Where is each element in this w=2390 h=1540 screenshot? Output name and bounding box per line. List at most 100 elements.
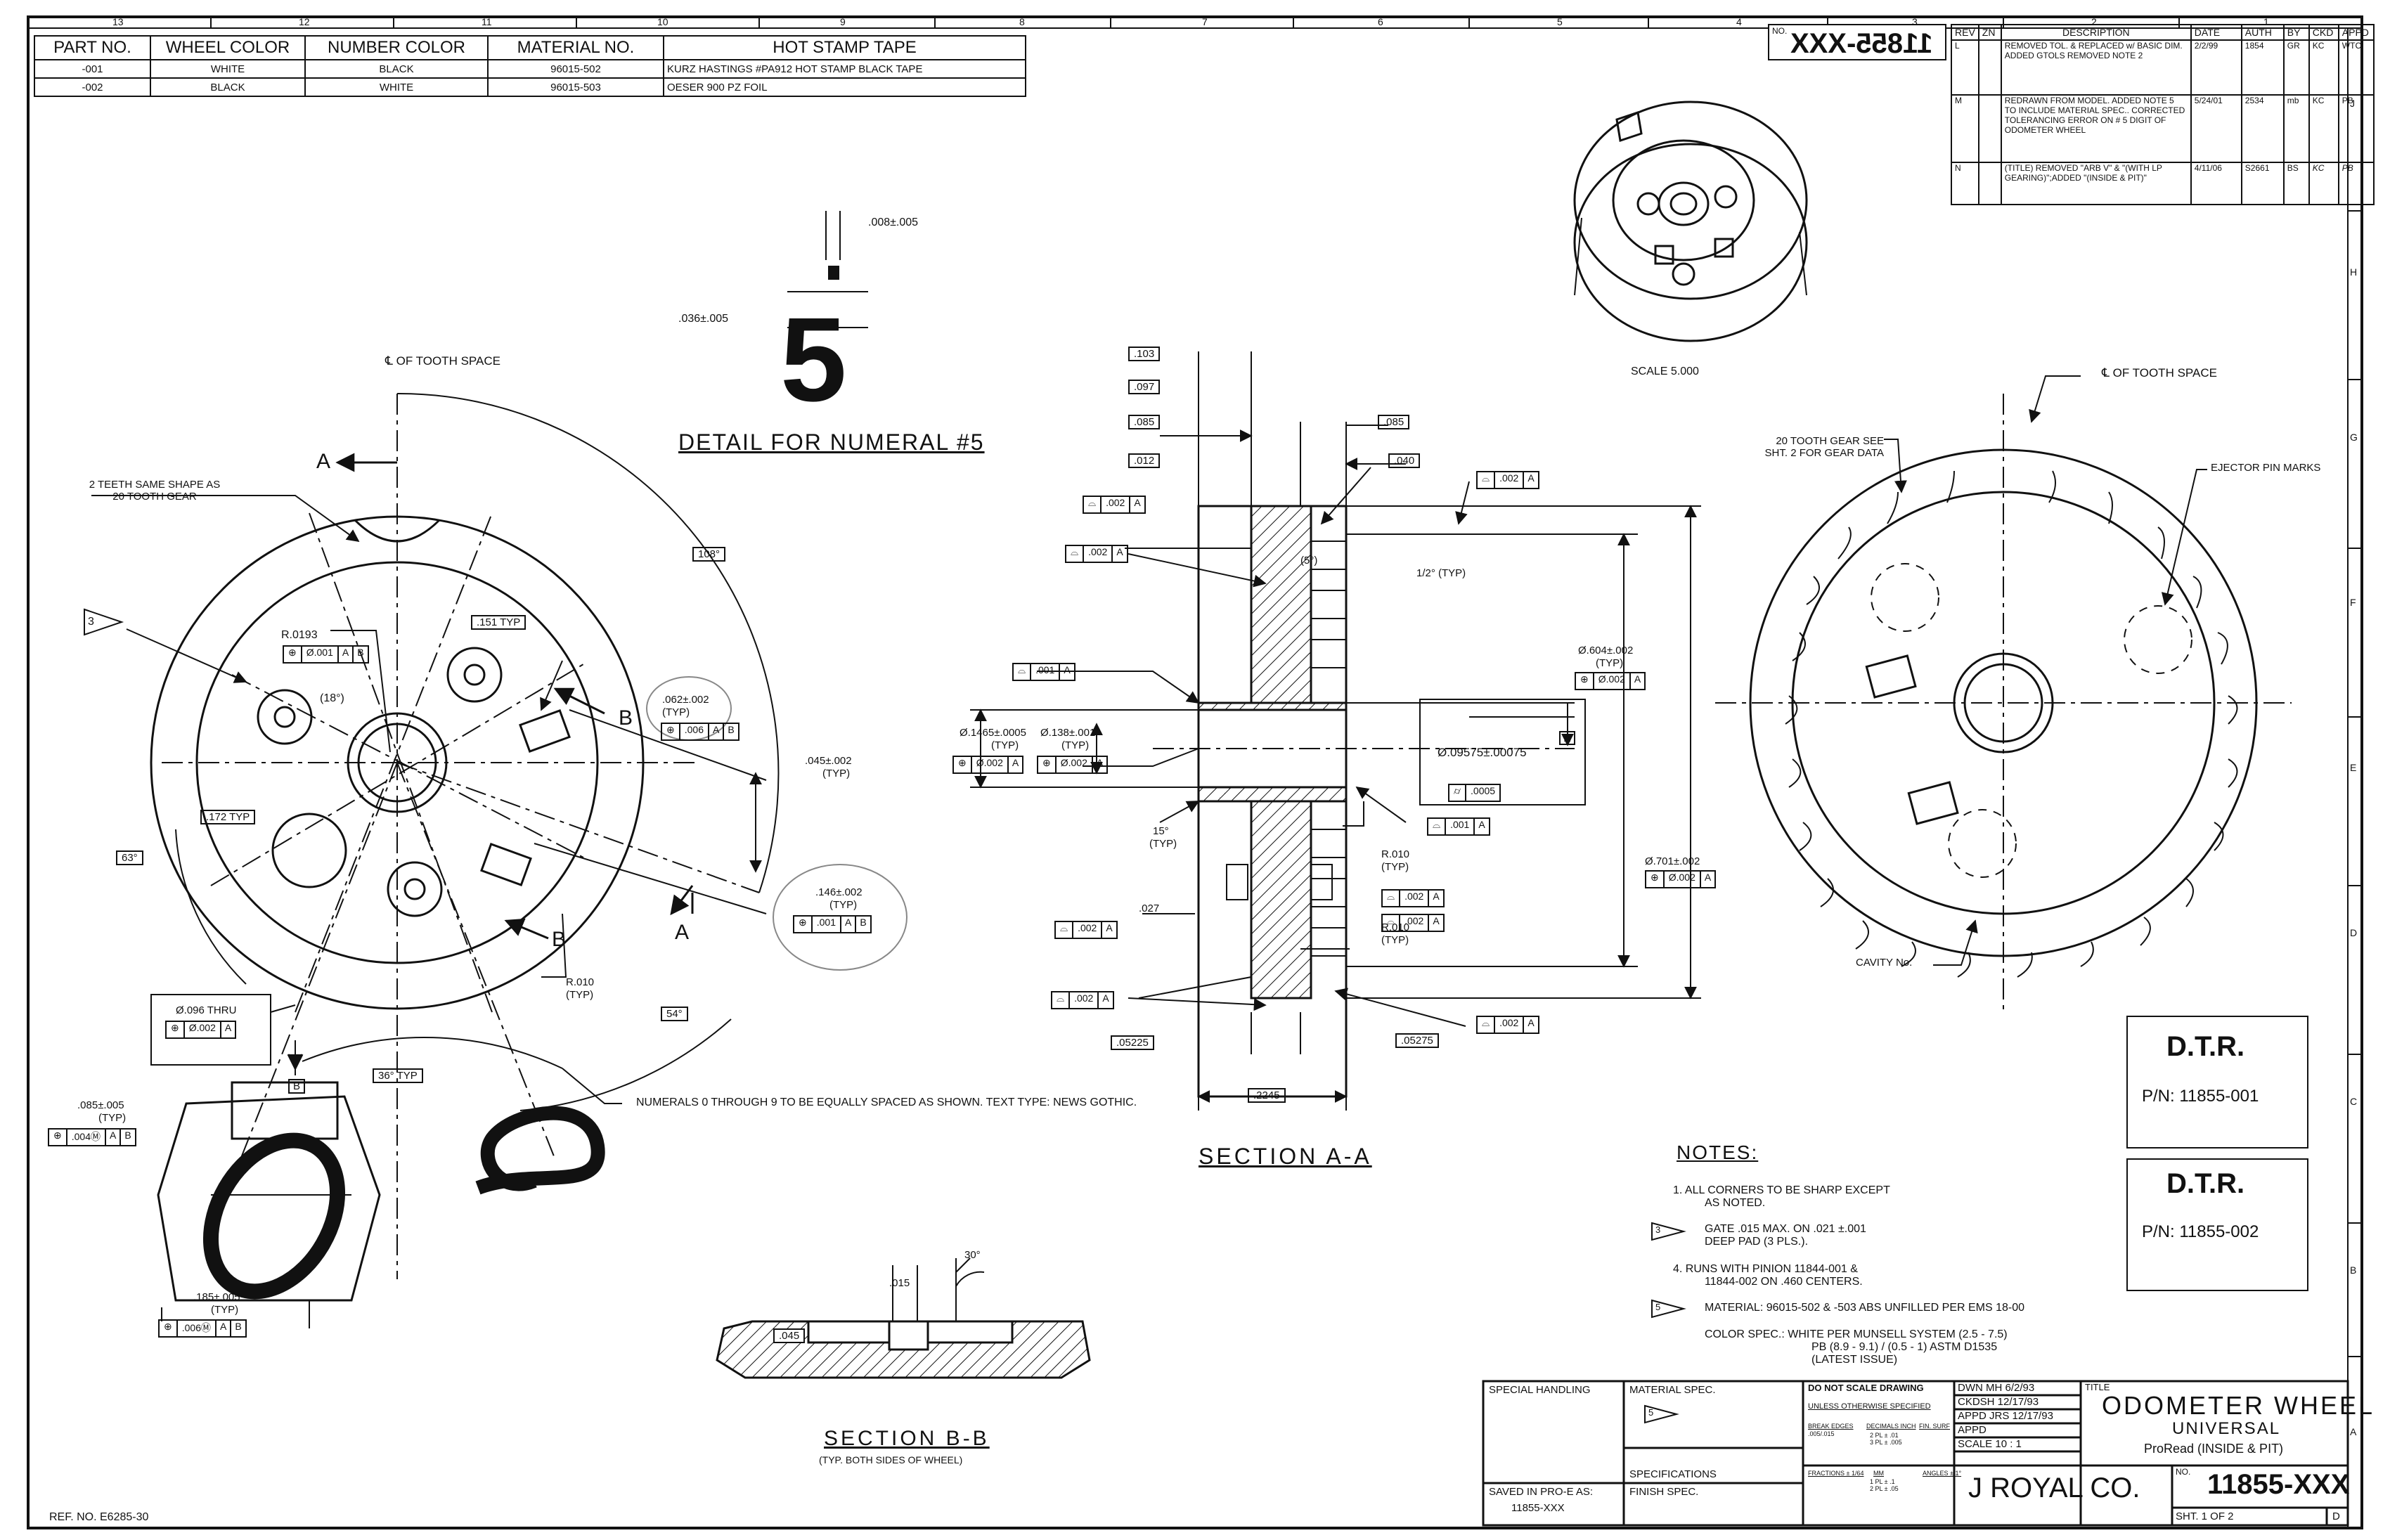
rev-letter: N	[1951, 162, 1979, 205]
hdr-number-color: NUMBER COLOR	[304, 35, 489, 60]
profile-icon: ⌓	[1066, 546, 1085, 562]
dim-045-bb: .045	[773, 1328, 806, 1343]
dim-1465: Ø.1465±.0005	[960, 727, 1026, 739]
position-icon: ⊕	[794, 917, 813, 932]
isometric-view	[1573, 101, 1808, 342]
revision-table: REV ZN DESCRIPTION DATE AUTH BY CKD APPD…	[1951, 24, 2375, 205]
section-bb-sub: (TYP. BOTH SIDES OF WHEEL)	[819, 1454, 963, 1465]
fcf-062: ⊕ .006 A B	[661, 723, 739, 741]
tb-ckdsh: CKDSH 12/17/93	[1958, 1396, 2039, 1408]
tb-dwn: DWN MH 6/2/93	[1958, 1382, 2035, 1394]
position-icon: ⊕	[662, 724, 680, 739]
zone-d: D	[2350, 927, 2358, 938]
dim-2245: .2245	[1248, 1088, 1286, 1103]
detail-five: 5	[780, 211, 868, 427]
cell-tape: KURZ HASTINGS #PA912 HOT STAMP BLACK TAP…	[663, 59, 1026, 79]
fcf-tol: .002	[1400, 915, 1430, 931]
fcf-tol: .001	[813, 917, 841, 932]
position-icon: ⊕	[954, 757, 972, 772]
fcf-096: ⊕ Ø.002 A	[165, 1021, 237, 1039]
fcf-tol: .002	[1495, 1017, 1525, 1033]
cell-material: 96015-503	[487, 77, 664, 97]
fcf-701: ⊕ Ø.002 A	[1645, 870, 1717, 888]
tb-fin: FIN. SURF	[1919, 1423, 1950, 1430]
dim-085: .085±.005	[77, 1099, 124, 1111]
tb-company: J ROYAL CO.	[1968, 1473, 2140, 1503]
tb-unless: UNLESS OTHERWISE SPECIFIED	[1808, 1402, 1931, 1411]
note-1: 1. ALL CORNERS TO BE SHARP EXCEPT	[1673, 1184, 1890, 1196]
angle-108: 108°	[692, 547, 726, 562]
dim-604-typ: (TYP)	[1596, 657, 1624, 669]
profile-fcf-1: ⌓ .002 A	[1083, 496, 1146, 514]
tb-break: BREAK EDGES	[1808, 1423, 1854, 1430]
fcf-datum: A	[709, 724, 725, 739]
fcf-datum: A	[1433, 915, 1440, 926]
position-icon: ⊕	[1038, 757, 1057, 772]
fcf-tol: Ø.001	[302, 647, 339, 662]
rev-date: 5/24/01	[2190, 94, 2242, 163]
zone-10: 10	[657, 16, 668, 27]
profile-icon: ⌓	[1084, 497, 1102, 512]
dim-097: .097	[1128, 380, 1161, 394]
r010-left: R.010	[566, 976, 595, 988]
notes-title: NOTES:	[1677, 1141, 1759, 1163]
dim-085-r: .085	[1378, 415, 1410, 429]
tb-title-2: UNIVERSAL	[2172, 1419, 2281, 1438]
fcf-datum: A	[217, 1321, 232, 1336]
dim-151: .151 TYP	[471, 615, 527, 630]
dim-701: Ø.701±.002	[1645, 855, 1700, 867]
profile-fcf-5: ⌓ .001 A	[1427, 817, 1490, 836]
tb-no-label: NO.	[2176, 1467, 2191, 1477]
note-5-tri: 5	[1655, 1302, 1661, 1312]
zone-5: 5	[1557, 16, 1563, 27]
dim-096-thru: Ø.096 THRU	[176, 1004, 237, 1016]
cyl-fcf: ⌭ .0005	[1448, 784, 1501, 802]
zone-13: 13	[112, 16, 124, 27]
color-spec-2: PB (8.9 - 9.1) / (0.5 - 1) ASTM D1535	[1811, 1341, 1998, 1353]
zone-3: 3	[1912, 16, 1918, 27]
position-icon: ⊕	[160, 1321, 178, 1336]
cl-tooth-space-left: ℄ OF TOOTH SPACE	[385, 354, 500, 368]
fcf-085: ⊕ .004Ⓜ A B	[48, 1128, 136, 1146]
hdr-wheel-color: WHEEL COLOR	[150, 35, 306, 60]
rev-auth: 2534	[2240, 94, 2285, 163]
fcf-datum: A	[1064, 664, 1071, 675]
profile-icon: ⌓	[1383, 891, 1401, 906]
sheet-border	[27, 15, 2363, 1529]
profile-icon: ⌓	[1052, 992, 1071, 1008]
profile-fcf-10: ⌓ .002 A	[1476, 1016, 1539, 1034]
rev-by: BS	[2282, 162, 2310, 205]
position-icon: ⊕	[284, 647, 302, 662]
fcf-tol: .002	[1495, 472, 1525, 488]
angle-30: 30°	[964, 1249, 981, 1261]
tb-material: MATERIAL SPEC.	[1629, 1384, 1716, 1396]
zone-7: 7	[1202, 16, 1208, 27]
dim-146: .146±.002	[815, 886, 863, 898]
dim-015: .015	[889, 1277, 910, 1289]
fcf-datum: A	[1134, 497, 1141, 508]
mirrored-number-box: NO. 11855-XXX	[1768, 24, 1946, 60]
cell-number: BLACK	[304, 59, 489, 79]
dtr-box-002: D.T.R. P/N: 11855-002	[2126, 1158, 2308, 1291]
tb-dns: DO NOT SCALE DRAWING	[1808, 1383, 1924, 1393]
note-3-flag-shape	[84, 608, 124, 636]
dim-09575: Ø.09575±.00075	[1438, 746, 1527, 759]
fcf-datum: A	[1096, 757, 1104, 768]
tb-size: D	[2332, 1510, 2340, 1522]
rev-hdr: CKD	[2308, 24, 2339, 41]
tb-fractions: FRACTIONS ± 1/64	[1808, 1470, 1864, 1477]
color-spec-1: COLOR SPEC.: WHITE PER MUNSELL SYSTEM (2…	[1705, 1328, 2008, 1340]
dtr-pn: P/N: 11855-001	[2142, 1087, 2259, 1106]
tb-title-1: ODOMETER WHEEL	[2102, 1391, 2375, 1420]
datum-b: B	[288, 1079, 306, 1094]
zone-e: E	[2350, 762, 2357, 773]
dtr-box-001: D.T.R. P/N: 11855-001	[2126, 1016, 2308, 1148]
dim-05225: .05225	[1111, 1035, 1154, 1050]
rev-ckd: KC	[2308, 39, 2339, 96]
fcf-185: ⊕ .006Ⓜ A B	[158, 1319, 247, 1338]
section-b-label-top: B	[619, 706, 633, 730]
angle-18: (18°)	[320, 692, 344, 704]
note-4b: 11844-002 ON .460 CENTERS.	[1705, 1276, 1863, 1288]
angle-63: 63°	[116, 850, 143, 865]
